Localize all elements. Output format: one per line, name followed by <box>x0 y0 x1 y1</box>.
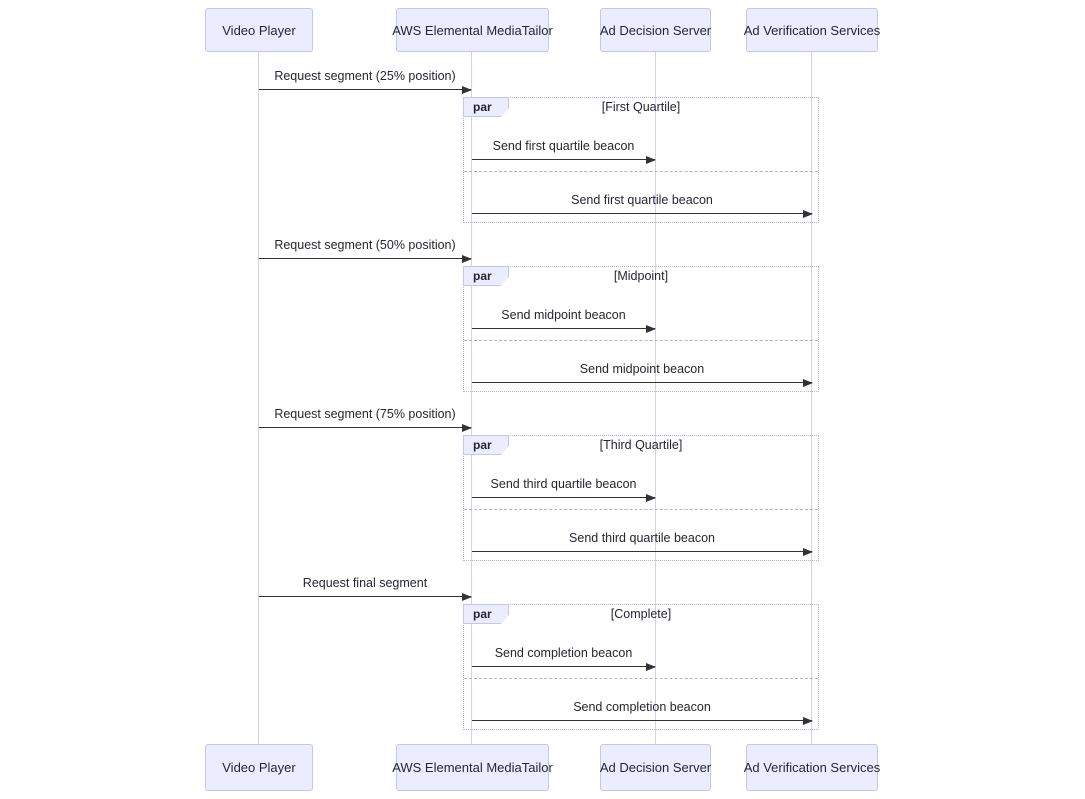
par-block-midpoint: par [Midpoint] Send midpoint beacon Send… <box>463 266 819 392</box>
arrowhead-icon <box>462 592 472 601</box>
message-request-segment-25: Request segment (25% position) <box>259 62 472 94</box>
message-text: Send third quartile beacon <box>569 531 715 545</box>
participant-label: Ad Decision Server <box>599 22 712 38</box>
par-block-complete: par [Complete] Send completion beacon Se… <box>463 604 819 730</box>
arrowhead-icon <box>803 209 813 218</box>
participant-label: Video Player <box>222 760 296 775</box>
par-divider <box>464 509 818 510</box>
arrowhead-icon <box>462 254 472 263</box>
participant-top-ad-verification-services: Ad Verification Services <box>743 8 881 52</box>
message-text: Send first quartile beacon <box>492 139 635 153</box>
arrowhead-icon <box>803 716 813 725</box>
lifeline-mediatailor <box>471 52 472 744</box>
participant-bottom-ad-decision-server: Ad Decision Server <box>600 744 711 791</box>
message-request-final-segment: Request final segment <box>259 569 472 601</box>
par-condition: [Midpoint] <box>613 269 669 283</box>
par-condition: [First Quartile] <box>601 100 681 114</box>
lifeline-ad-decision-server <box>655 52 656 744</box>
message-text: Request segment (25% position) <box>274 69 456 83</box>
message-text: Send completion beacon <box>573 700 711 714</box>
message-third-quartile-to-avs: Send third quartile beacon <box>472 524 813 556</box>
par-label: par <box>463 604 509 624</box>
participant-label: Video Player <box>222 22 296 38</box>
participant-bottom-mediatailor: AWS Elemental MediaTailor <box>392 744 553 791</box>
participant-label: Ad Decision Server <box>599 760 712 775</box>
par-condition: [Complete] <box>610 607 672 621</box>
arrowhead-icon <box>646 155 656 164</box>
participant-label: Ad Verification Services <box>743 22 881 38</box>
message-text: Send first quartile beacon <box>571 193 713 207</box>
message-third-quartile-to-ads: Send third quartile beacon <box>472 470 656 502</box>
par-condition: [Third Quartile] <box>599 438 683 452</box>
par-divider <box>464 678 818 679</box>
participant-label: AWS Elemental MediaTailor <box>392 760 553 775</box>
participant-label: AWS Elemental MediaTailor <box>392 22 553 38</box>
arrowhead-icon <box>803 547 813 556</box>
message-text: Request final segment <box>302 576 428 590</box>
par-label: par <box>463 435 509 455</box>
par-divider <box>464 340 818 341</box>
message-complete-to-avs: Send completion beacon <box>472 693 813 725</box>
par-divider <box>464 171 818 172</box>
message-text: Send midpoint beacon <box>579 362 705 376</box>
arrowhead-icon <box>646 662 656 671</box>
message-text: Request segment (75% position) <box>274 407 456 421</box>
message-first-quartile-to-ads: Send first quartile beacon <box>472 132 656 164</box>
arrowhead-icon <box>462 423 472 432</box>
message-midpoint-to-avs: Send midpoint beacon <box>472 355 813 387</box>
arrowhead-icon <box>646 493 656 502</box>
participant-bottom-ad-verification-services: Ad Verification Services <box>743 744 881 791</box>
message-request-segment-75: Request segment (75% position) <box>259 400 472 432</box>
par-block-third-quartile: par [Third Quartile] Send third quartile… <box>463 435 819 561</box>
participant-top-mediatailor: AWS Elemental MediaTailor <box>392 8 553 52</box>
message-text: Request segment (50% position) <box>274 238 456 252</box>
message-request-segment-50: Request segment (50% position) <box>259 231 472 263</box>
message-text: Send completion beacon <box>494 646 633 660</box>
par-block-first-quartile: par [First Quartile] Send first quartile… <box>463 97 819 223</box>
lifeline-ad-verification-services <box>811 52 812 744</box>
par-label: par <box>463 97 509 117</box>
message-text: Send midpoint beacon <box>501 308 626 322</box>
participant-label: Ad Verification Services <box>743 760 881 775</box>
message-complete-to-ads: Send completion beacon <box>472 639 656 671</box>
par-label: par <box>463 266 509 286</box>
message-midpoint-to-ads: Send midpoint beacon <box>472 301 656 333</box>
participant-top-ad-decision-server: Ad Decision Server <box>600 8 711 52</box>
lifeline-video-player <box>258 52 259 744</box>
participant-bottom-video-player: Video Player <box>205 744 313 791</box>
participant-top-video-player: Video Player <box>205 8 313 52</box>
arrowhead-icon <box>462 85 472 94</box>
arrowhead-icon <box>646 324 656 333</box>
arrowhead-icon <box>803 378 813 387</box>
message-text: Send third quartile beacon <box>490 477 637 491</box>
message-first-quartile-to-avs: Send first quartile beacon <box>472 186 813 218</box>
